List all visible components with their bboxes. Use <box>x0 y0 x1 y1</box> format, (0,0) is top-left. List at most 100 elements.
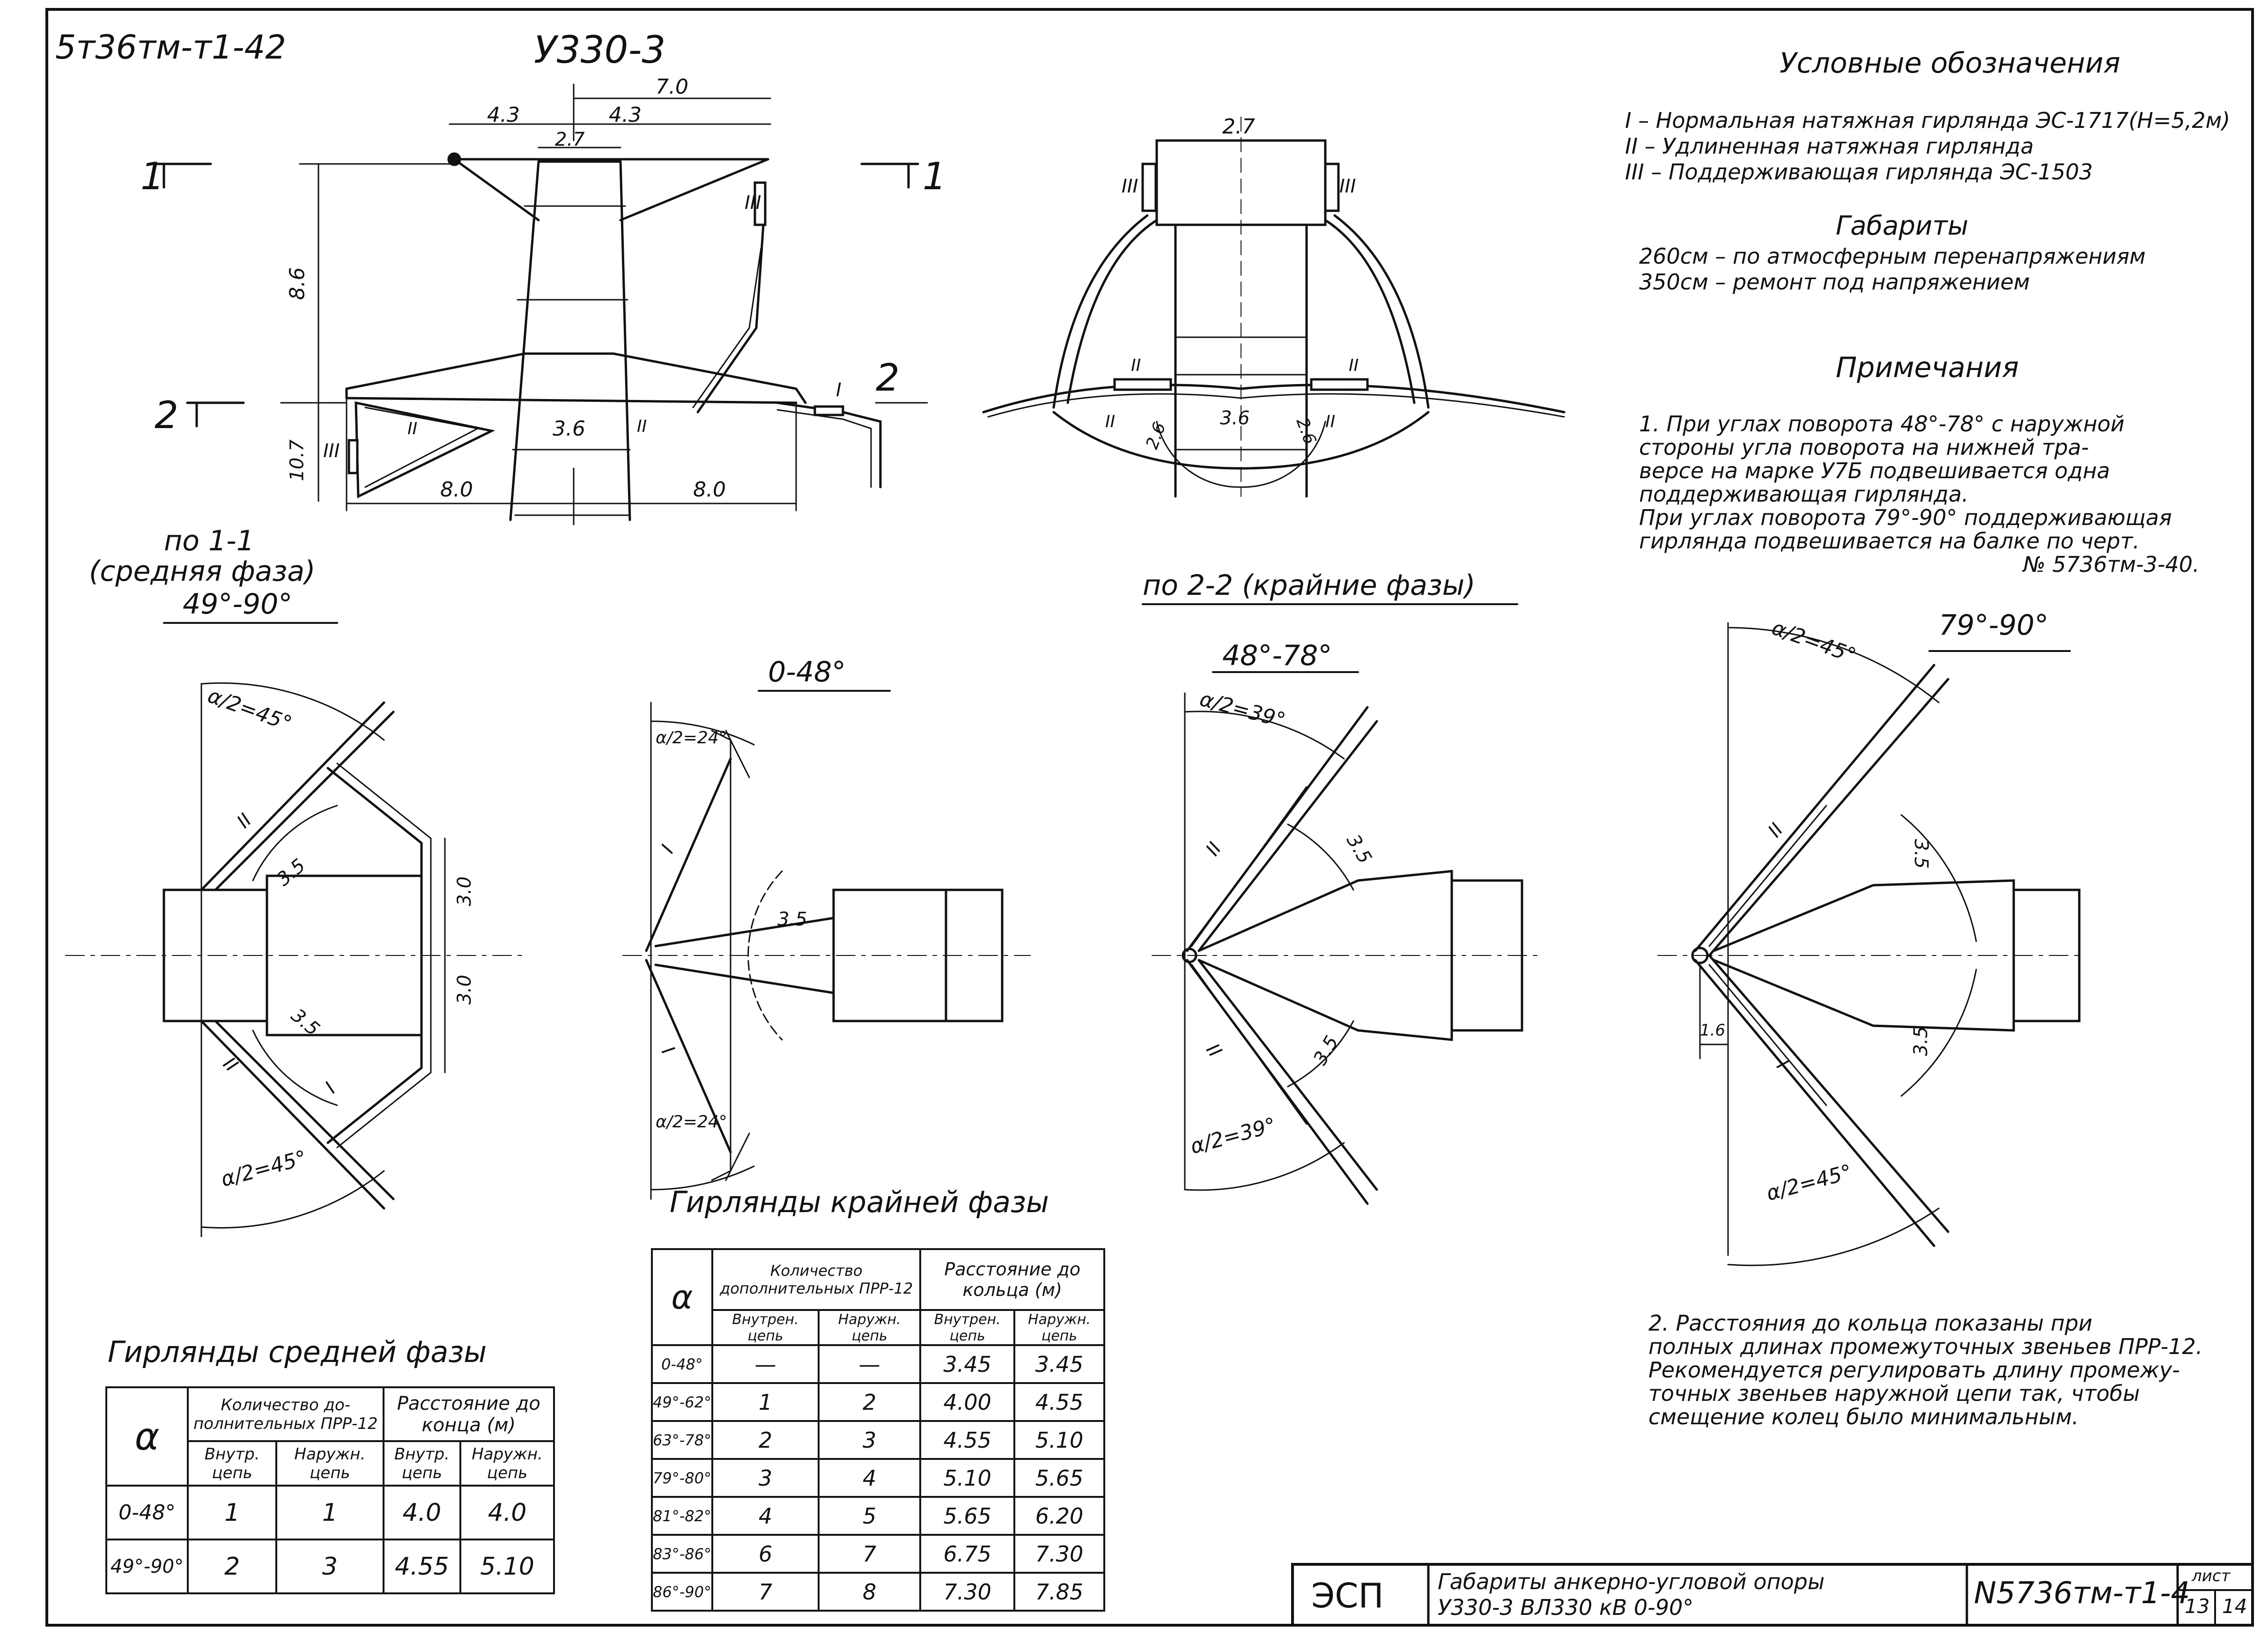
garland-mark-III: III <box>1339 176 1356 197</box>
outer-distance-header: Расстояние до кольца (м) <box>919 1248 1105 1311</box>
table-row: 0-48° — — 3.45 3.45 <box>651 1344 1105 1384</box>
outer-outer-header: Наружн. цепь <box>817 1309 922 1346</box>
garland-mark-III: III <box>745 192 761 214</box>
garland-mark-II: II <box>1349 356 1359 375</box>
plan3-range: 48°-78° <box>1222 639 1332 672</box>
note-1-line: № 5736тм-3-40. <box>2023 552 2200 577</box>
cell: 1 <box>275 1485 384 1540</box>
legend-item-3: III – Поддерживающая гирлянда ЭС-1503 <box>1625 159 2093 185</box>
dim-3-6: 3.6 <box>553 417 585 441</box>
outer-phase-table: α Количество дополнительных ПРР-12 Расст… <box>651 1248 1105 1612</box>
garland-mark-II: II <box>637 417 647 436</box>
mid-alpha-header: α <box>105 1386 189 1487</box>
table-row: 49°-62° 1 2 4.00 4.55 <box>651 1382 1105 1422</box>
legend-item-1: I – Нормальная натяжная гирлянда ЭС-1717… <box>1625 108 2231 133</box>
plan-middle-phase <box>65 682 525 1237</box>
cell: 2 <box>186 1539 278 1594</box>
cell: 5.10 <box>919 1458 1016 1498</box>
cell: 3.45 <box>919 1344 1016 1384</box>
mid-count-header: Количество до-полнительных ПРР-12 <box>187 1386 384 1442</box>
cell: 79°-80° <box>651 1458 713 1498</box>
cell: 63°-78° <box>651 1420 713 1460</box>
plan-0-48 <box>622 702 1031 1200</box>
mid-inner-header: Внутр. цепь <box>382 1440 462 1487</box>
cell: 8 <box>817 1572 922 1612</box>
cell: 4.00 <box>919 1382 1016 1422</box>
table-row: 86°-90° 7 8 7.30 7.85 <box>651 1572 1105 1612</box>
mid-distance-header: Расстояние до конца (м) <box>382 1386 555 1442</box>
note-1-line: поддерживающая гирлянда. <box>1639 481 1969 507</box>
cell: 0-48° <box>105 1485 189 1540</box>
note-1-line: версе на марке У7Б подвешивается одна <box>1639 458 2110 483</box>
mid-outer-header: Наружн. цепь <box>459 1440 555 1487</box>
garland-mark-II: II <box>1131 356 1141 375</box>
table-row: 79°-80° 3 4 5.10 5.65 <box>651 1458 1105 1498</box>
cell: 6.75 <box>919 1534 1016 1574</box>
section-mark-2-right: 2 <box>876 356 900 400</box>
mid-outer-header: Наружн. цепь <box>275 1440 384 1487</box>
garland-mark-III: III <box>1122 176 1138 197</box>
garland-mark-I: I <box>836 379 842 401</box>
mid-table-title: Гирлянды средней фазы <box>108 1335 487 1369</box>
outer-inner-header: Внутрен. цепь <box>711 1309 820 1346</box>
note-1-line: При углах поворота 79°-90° поддерживающа… <box>1639 505 2172 530</box>
table-row: 0-48° 1 1 4.0 4.0 <box>105 1485 555 1540</box>
plan1-dim-3-0-top: 3.0 <box>453 876 475 906</box>
dim-8-0-right: 8.0 <box>693 478 726 502</box>
cell: 1 <box>186 1485 278 1540</box>
garland-mark-II: II <box>407 419 418 438</box>
cell: 4 <box>817 1458 922 1498</box>
dim-4-3-right: 4.3 <box>609 103 642 127</box>
elevation-outer-phases <box>982 117 1566 498</box>
cell: 6.20 <box>1013 1496 1105 1536</box>
cell: 3 <box>817 1420 922 1460</box>
note-2: 2. Расстояния до кольца показаны при пол… <box>1648 1311 2202 1428</box>
dim-7-0: 7.0 <box>656 75 688 99</box>
dim-3-6-outer: 3.6 <box>1220 407 1250 429</box>
cell: 86°-90° <box>651 1572 713 1612</box>
tower-mark: У330-3 <box>534 28 666 72</box>
title-block-frame <box>1291 1563 2254 1627</box>
plan-48-78 <box>1152 692 1541 1205</box>
cell: 7.85 <box>1013 1572 1105 1612</box>
mid-phase-table: α Количество до-полнительных ПРР-12 Расс… <box>105 1386 555 1594</box>
legend-item-2: II – Удлиненная натяжная гирлянда <box>1625 133 2034 159</box>
title-block-sheet-label: лист <box>2192 1567 2231 1585</box>
dim-10-7: 10.7 <box>286 439 308 481</box>
cell: 49°-62° <box>651 1382 713 1422</box>
cell: 3 <box>275 1539 384 1594</box>
dim-2-7: 2.7 <box>555 129 585 150</box>
cell: 0-48° <box>651 1344 713 1384</box>
plan4-radius-top: 3.5 <box>1910 839 1932 869</box>
section-middle-phase-label: (средняя фаза) <box>89 555 316 588</box>
section-mark-1-right: 1 <box>923 155 946 198</box>
note-1-line: 1. При углах поворота 48°-78° с наружной <box>1639 411 2125 437</box>
cell: 4.55 <box>382 1539 462 1594</box>
cell: 49°-90° <box>105 1539 189 1594</box>
section-mark-2-left: 2 <box>155 393 178 437</box>
cell: 5.65 <box>1013 1458 1105 1498</box>
plan2-angle-top: α/2=24° <box>656 728 727 747</box>
title-block-doc-number: N5736тм-т1-4 <box>1974 1576 2190 1611</box>
section-2-2-label: по 2-2 (крайние фазы) <box>1143 569 1476 602</box>
cell: 4.0 <box>459 1485 555 1540</box>
table-row: 63°-78° 2 3 4.55 5.10 <box>651 1420 1105 1460</box>
cell: 4.0 <box>382 1485 462 1540</box>
cell: — <box>817 1344 922 1384</box>
cell: 7.30 <box>919 1572 1016 1612</box>
cell: — <box>711 1344 820 1384</box>
cell: 3 <box>711 1458 820 1498</box>
note-2-line: 2. Расстояния до кольца показаны при <box>1648 1310 2093 1336</box>
plan-79-90 <box>1657 622 2081 1266</box>
outer-count-header: Количество дополнительных ПРР-12 <box>711 1248 922 1311</box>
legend-title: Условные обозначения <box>1780 47 2120 80</box>
note-2-line: Рекомендуется регулировать длину промежу… <box>1648 1357 2180 1383</box>
outer-inner-header: Внутрен. цепь <box>919 1309 1016 1346</box>
elevation-middle-phase <box>153 83 928 525</box>
plan4-dim-1-6: 1.6 <box>1700 1021 1726 1040</box>
plan4-radius-bottom: 3.5 <box>1910 1026 1932 1056</box>
note-2-line: точных звеньев наружной цепи так, чтобы <box>1648 1381 2140 1406</box>
cell: 7.30 <box>1013 1534 1105 1574</box>
section-mark-1-left: 1 <box>140 155 164 198</box>
